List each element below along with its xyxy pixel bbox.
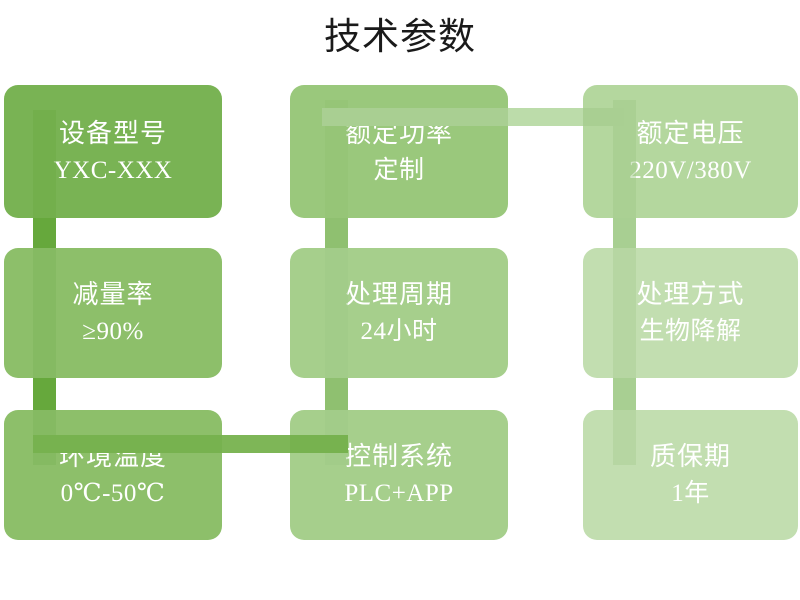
connector-h-row3-c1c2	[33, 435, 348, 453]
spec-value: 24小时	[360, 318, 438, 345]
spec-box-reduction[interactable]: 减量率 ≥90%	[4, 248, 222, 378]
spec-box-cycle[interactable]: 处理周期 24小时	[290, 248, 508, 378]
spec-box-temperature[interactable]: 环境温度 0℃-50℃	[4, 410, 222, 540]
connector-stub-col3-row3	[613, 410, 636, 465]
connector-stub-col2-row1	[325, 100, 348, 218]
spec-value: 0℃-50℃	[60, 480, 166, 507]
connector-stub-col3-row1	[613, 100, 636, 218]
spec-label: 处理周期	[344, 280, 453, 309]
connector-stub-col1-row1	[33, 110, 56, 218]
spec-label: 减量率	[72, 280, 154, 309]
spec-value: PLC+APP	[344, 480, 454, 507]
spec-label: 质保期	[649, 442, 731, 471]
spec-value: 220V/380V	[629, 156, 752, 184]
connector-stub-col2-row2	[325, 248, 348, 378]
connector-h-row3-c1c2-bridge	[222, 435, 290, 453]
spec-value: 1年	[671, 480, 710, 507]
spec-label: 控制系统	[344, 442, 453, 471]
connector-h-row1-c2c3-bridge	[508, 108, 583, 126]
spec-label: 额定电压	[636, 118, 745, 148]
spec-box-control[interactable]: 控制系统 PLC+APP	[290, 410, 508, 540]
spec-value: 生物降解	[639, 318, 742, 345]
spec-value: 定制	[373, 156, 425, 184]
spec-label: 设备型号	[58, 118, 167, 148]
page-title: 技术参数	[324, 17, 476, 58]
spec-box-model[interactable]: 设备型号 YXC-XXX	[4, 85, 222, 218]
spec-label: 处理方式	[636, 280, 745, 309]
spec-value: YXC-XXX	[53, 156, 173, 184]
connector-stub-col1-row2	[33, 248, 56, 378]
spec-box-rated-power[interactable]: 额定功率 定制	[290, 85, 508, 218]
spec-value: ≥90%	[82, 318, 144, 345]
spec-box-rated-voltage[interactable]: 额定电压 220V/380V	[583, 85, 798, 218]
connector-stub-col3-row2	[613, 248, 636, 378]
